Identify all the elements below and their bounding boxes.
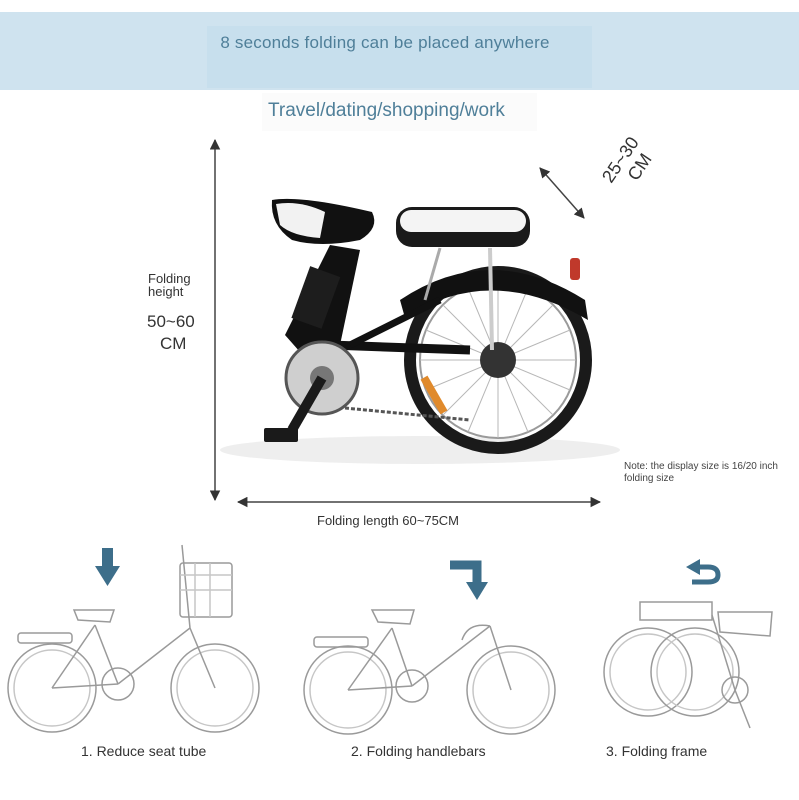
subtitle-background [262, 93, 537, 131]
down-arrow-icon [95, 548, 120, 586]
banner-subtitle: Travel/dating/shopping/work [268, 100, 505, 121]
turn-down-arrow-icon [450, 560, 488, 600]
folding-height-value-line1: 50~60 [147, 312, 195, 331]
folding-height-label-line2: height [148, 284, 184, 299]
banner-title: 8 seconds folding can be placed anywhere [220, 33, 550, 52]
folding-length-label: Folding length 60~75CM [317, 513, 460, 528]
step-3-label: 3. Folding frame [606, 743, 708, 759]
top-banner [0, 12, 799, 90]
step-2-bike-illustration [303, 609, 556, 735]
size-note: Note: the display size is 16/20 inch fol… [624, 461, 778, 484]
step-1-label: 1. Reduce seat tube [81, 743, 207, 759]
step-2-label: 2. Folding handlebars [351, 743, 486, 759]
step-3-bike-illustration [603, 601, 773, 729]
folding-height-label-line1: Folding [148, 271, 191, 286]
u-turn-arrow-icon [686, 559, 721, 585]
banner-highlight [207, 26, 592, 88]
folded-bike-photo [220, 198, 620, 464]
width-dimension-arrow [539, 167, 585, 219]
folding-height-value-line2: CM [160, 334, 187, 353]
step-1-bike-illustration [7, 544, 260, 733]
